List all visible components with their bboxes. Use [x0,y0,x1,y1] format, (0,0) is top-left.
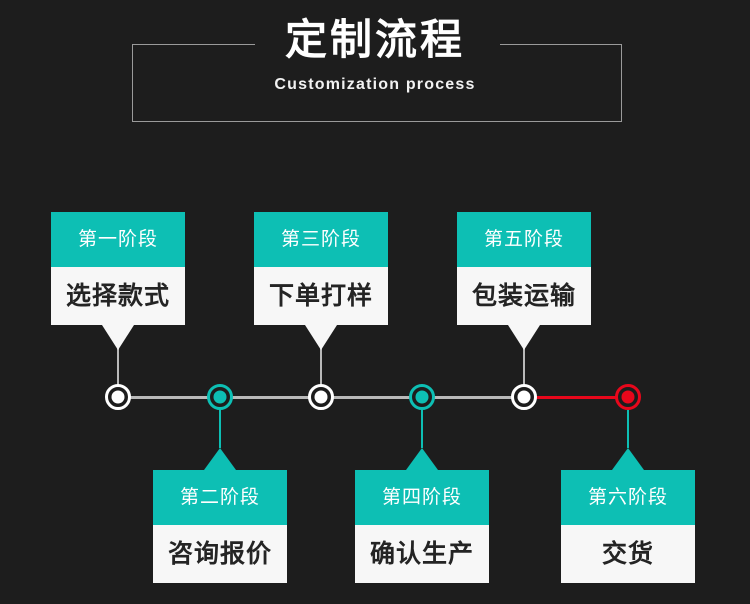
connector-stem-5 [523,348,525,390]
timeline-node-6[interactable] [615,384,641,410]
connector-stem-2 [219,404,221,448]
connector-stem-4 [421,404,423,448]
stage-card-4[interactable]: 第四阶段确认生产 [355,448,489,583]
timeline-node-core [415,390,429,404]
card-pointer-down-icon [102,325,134,350]
stage-card-label-4: 第四阶段 [355,470,489,525]
timeline-node-4[interactable] [409,384,435,410]
card-pointer-down-icon [508,325,540,350]
timeline-node-2[interactable] [207,384,233,410]
card-pointer-up-icon [612,448,644,470]
card-pointer-up-icon [406,448,438,470]
timeline-node-3[interactable] [308,384,334,410]
stage-card-6[interactable]: 第六阶段交货 [561,448,695,583]
stage-card-title-2: 咨询报价 [153,525,287,583]
timeline-node-1[interactable] [105,384,131,410]
connector-stem-3 [320,348,322,390]
card-pointer-up-icon [204,448,236,470]
stage-card-label-1: 第一阶段 [51,212,185,267]
connector-stem-1 [117,348,119,390]
connector-stem-6 [627,404,629,448]
stage-card-title-6: 交货 [561,525,695,583]
timeline-node-core [314,390,328,404]
card-pointer-down-icon [305,325,337,350]
header-frame-title-gap [255,36,500,54]
timeline-node-core [517,390,531,404]
stage-card-3[interactable]: 第三阶段下单打样 [254,212,388,350]
stage-card-label-2: 第二阶段 [153,470,287,525]
stage-card-2[interactable]: 第二阶段咨询报价 [153,448,287,583]
stage-card-label-5: 第五阶段 [457,212,591,267]
timeline-node-core [621,390,635,404]
stage-card-label-3: 第三阶段 [254,212,388,267]
timeline-node-core [213,390,227,404]
stage-card-label-6: 第六阶段 [561,470,695,525]
timeline-node-core [111,390,125,404]
page-title: 定制流程 [284,15,465,64]
stage-card-1[interactable]: 第一阶段选择款式 [51,212,185,350]
stage-card-title-1: 选择款式 [51,267,185,325]
timeline-progress-segment [524,396,628,399]
stage-card-5[interactable]: 第五阶段包装运输 [457,212,591,350]
stage-card-title-4: 确认生产 [355,525,489,583]
stage-card-title-5: 包装运输 [457,267,591,325]
stage-card-title-3: 下单打样 [254,267,388,325]
page-subtitle: Customization process [274,76,476,93]
timeline-node-5[interactable] [511,384,537,410]
timeline-track [118,396,628,399]
